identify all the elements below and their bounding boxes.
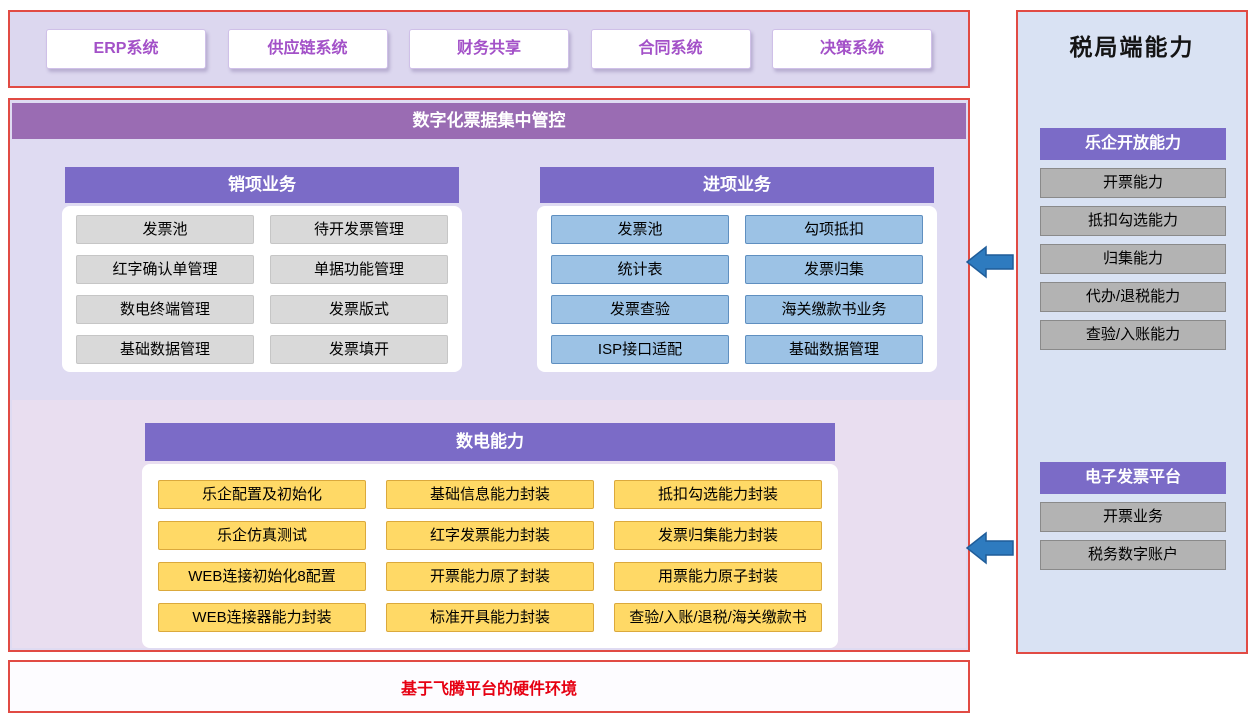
tax-bureau-title: 税局端能力 <box>1069 34 1195 60</box>
leqi-item: 代办/退税能力 <box>1040 282 1226 312</box>
digital-item: WEB连接初始化8配置 <box>158 562 366 591</box>
digital-item: 用票能力原子封装 <box>614 562 822 591</box>
sales-panel-body: 发票池 待开发票管理 红字确认单管理 单据功能管理 数电终端管理 发票版式 基础… <box>62 206 462 372</box>
digital-item: 标准开具能力封装 <box>386 603 594 632</box>
input-item: 统计表 <box>551 254 729 284</box>
central-control-panel: 数字化票据集中管控 销项业务 发票池 待开发票管理 红字确认单管理 单据功能管理… <box>8 98 970 652</box>
hardware-environment-bar: 基于飞腾平台的硬件环境 <box>8 660 970 713</box>
sales-item: 待开发票管理 <box>270 214 448 244</box>
input-item: 发票池 <box>551 214 729 244</box>
leqi-item: 开票能力 <box>1040 168 1226 198</box>
digital-item: 开票能力原了封装 <box>386 562 594 591</box>
input-panel-body: 发票池 勾项抵扣 统计表 发票归集 发票查验 海关缴款书业务 ISP接口适配 基… <box>537 206 937 372</box>
digital-panel-title: 数电能力 <box>145 423 835 461</box>
input-panel-title: 进项业务 <box>540 167 934 203</box>
input-item: 基础数据管理 <box>745 334 923 364</box>
einvoice-group-header: 电子发票平台 <box>1040 462 1226 494</box>
digital-panel-body: 乐企配置及初始化 基础信息能力封装 抵扣勾选能力封装 乐企仿真测试 红字发票能力… <box>142 464 838 648</box>
hardware-environment-label: 基于飞腾平台的硬件环境 <box>400 680 577 698</box>
digital-item: 红字发票能力封装 <box>386 521 594 550</box>
digital-item: 发票归集能力封装 <box>614 521 822 550</box>
leqi-group-header: 乐企开放能力 <box>1040 128 1226 160</box>
input-item: 发票归集 <box>745 254 923 284</box>
arrow-left-icon <box>966 531 1014 565</box>
system-box-erp: ERP系统 <box>46 29 206 69</box>
einvoice-item: 开票业务 <box>1040 502 1226 532</box>
sales-item: 发票池 <box>76 214 254 244</box>
leqi-item: 归集能力 <box>1040 244 1226 274</box>
arrow-left-icon <box>966 245 1014 279</box>
digital-item: 乐企配置及初始化 <box>158 480 366 509</box>
input-item: ISP接口适配 <box>551 334 729 364</box>
leqi-capability-group: 乐企开放能力 开票能力 抵扣勾选能力 归集能力 代办/退税能力 查验/入账能力 <box>1040 128 1226 350</box>
sales-item: 单据功能管理 <box>270 254 448 284</box>
digital-item: 抵扣勾选能力封装 <box>614 480 822 509</box>
tax-bureau-panel: 税局端能力 乐企开放能力 开票能力 抵扣勾选能力 归集能力 代办/退税能力 查验… <box>1016 10 1248 654</box>
digital-item: 查验/入账/退税/海关缴款书 <box>614 603 822 632</box>
sales-item: 基础数据管理 <box>76 334 254 364</box>
system-box-supply-chain: 供应链系统 <box>227 29 388 69</box>
input-item: 海关缴款书业务 <box>745 294 923 324</box>
sales-item: 发票填开 <box>270 334 448 364</box>
digital-item: WEB连接器能力封装 <box>158 603 366 632</box>
leqi-item: 抵扣勾选能力 <box>1040 206 1226 236</box>
input-item: 勾项抵扣 <box>745 214 923 244</box>
sales-panel-title: 销项业务 <box>65 167 459 203</box>
leqi-item: 查验/入账能力 <box>1040 320 1226 350</box>
input-item: 发票查验 <box>551 294 729 324</box>
einvoice-platform-group: 电子发票平台 开票业务 税务数字账户 <box>1040 462 1226 570</box>
central-control-header: 数字化票据集中管控 <box>12 103 966 139</box>
system-box-decision: 决策系统 <box>772 29 932 69</box>
sales-item: 数电终端管理 <box>76 294 254 324</box>
digital-item: 基础信息能力封装 <box>386 480 594 509</box>
einvoice-item: 税务数字账户 <box>1040 540 1226 570</box>
external-systems-panel: ERP系统 供应链系统 财务共享 合同系统 决策系统 <box>8 10 970 88</box>
system-box-contract: 合同系统 <box>590 29 751 69</box>
sales-item: 发票版式 <box>270 294 448 324</box>
sales-item: 红字确认单管理 <box>76 254 254 284</box>
system-box-finance: 财务共享 <box>409 29 569 69</box>
digital-item: 乐企仿真测试 <box>158 521 366 550</box>
